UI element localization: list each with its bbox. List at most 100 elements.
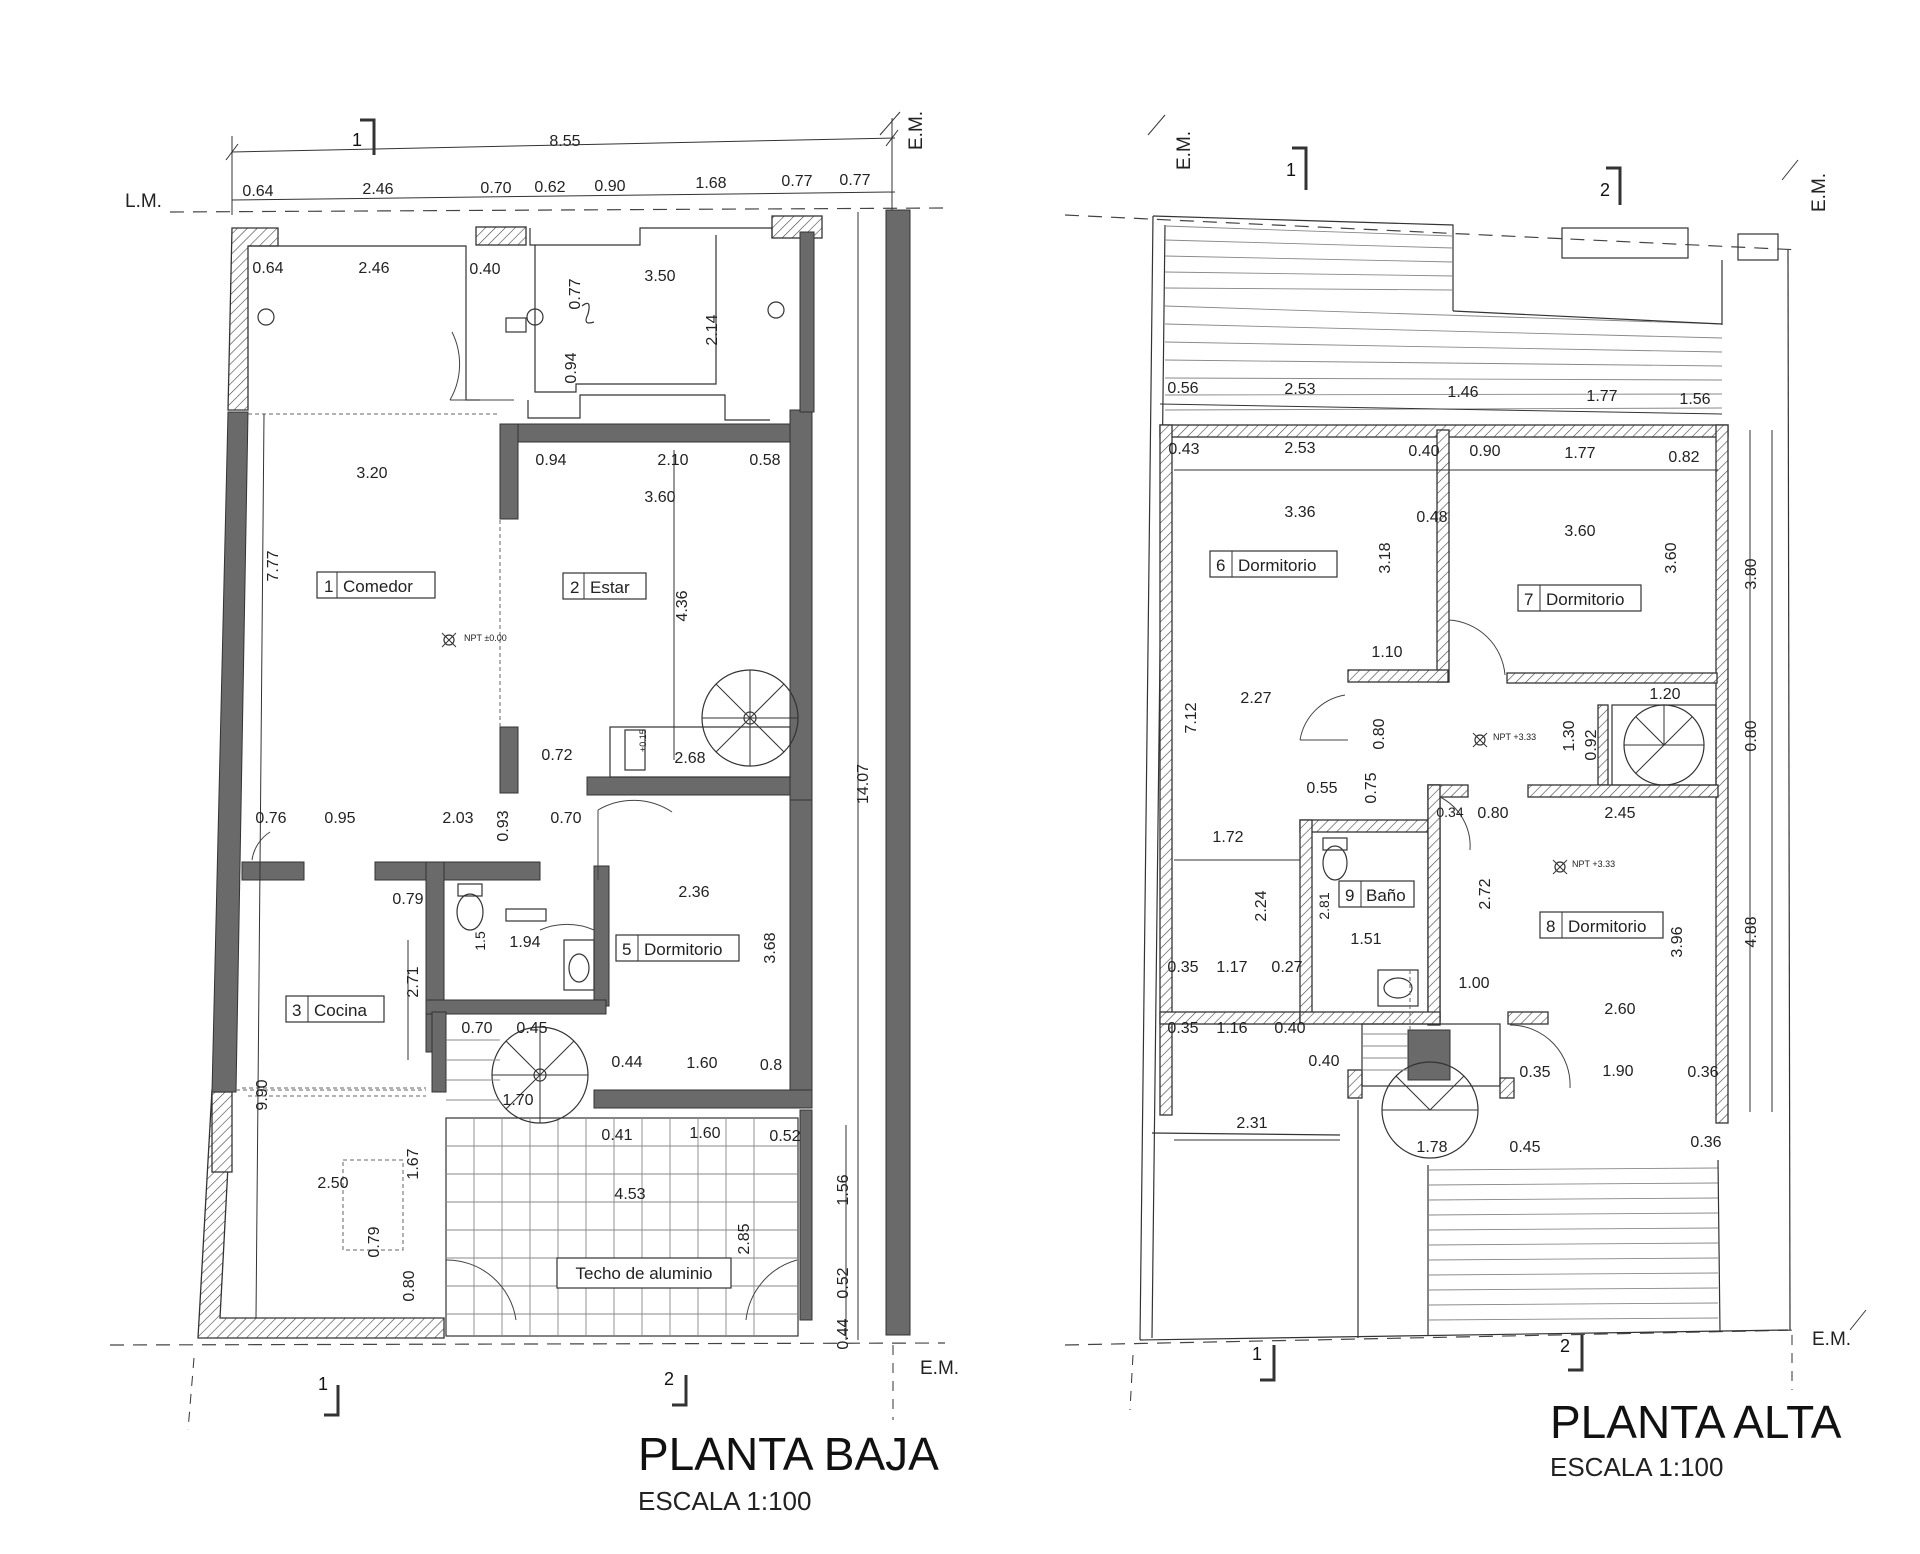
dim: 1.16 — [1216, 1020, 1247, 1037]
dim: 0.72 — [541, 747, 572, 764]
dim: 2.31 — [1236, 1115, 1267, 1132]
em-label-top: E.M. — [906, 111, 927, 150]
dim: 3.20 — [356, 465, 387, 482]
dim: 0.77 — [567, 278, 584, 309]
dim: 0.80 — [1477, 805, 1508, 822]
dim: 0.75 — [1363, 772, 1380, 803]
dim: 1.17 — [1216, 959, 1247, 976]
dim: 0.80 — [401, 1270, 418, 1301]
dim: 0.76 — [255, 810, 286, 827]
wall-dorm6-right — [1436, 429, 1450, 683]
section-marker-2-bottom-upper: 2 — [1560, 1335, 1584, 1372]
room-3-number: 3 — [292, 1001, 301, 1020]
dim: 2.10 — [657, 452, 688, 469]
dim: 2.81 — [1316, 892, 1332, 919]
party-wall-right — [885, 209, 911, 1336]
dimension-chain-top — [225, 118, 899, 215]
dim: 0.40 — [1308, 1053, 1339, 1070]
npt-label-upper-2: NPT +3.33 — [1572, 859, 1615, 869]
dim: 4.36 — [674, 590, 691, 621]
dim: 3.68 — [762, 932, 779, 963]
dim: 0.94 — [563, 352, 580, 383]
wall-estar-bottom — [586, 776, 791, 796]
rear-roof-lines — [1151, 1100, 1721, 1338]
em-label-top-left: E.M. — [1174, 131, 1195, 170]
section-marker-1-top: 1 — [352, 118, 376, 155]
dim: 2.27 — [1240, 690, 1271, 707]
wall-dorm8-bottom — [1507, 1011, 1549, 1025]
dim: 1.56 — [1679, 391, 1710, 408]
dim: 1.77 — [1586, 388, 1617, 405]
wall-dorm5-right — [789, 799, 813, 1106]
room-6-number: 6 — [1216, 556, 1225, 575]
room-1-number: 1 — [324, 577, 333, 596]
upper-floor-plan: E.M. E.M. 1 2 — [1064, 114, 1867, 1482]
dim: 2.46 — [358, 260, 389, 277]
dim: 2.46 — [362, 181, 393, 198]
dim-total-width: 8.55 — [549, 133, 580, 150]
wall-bano-top — [374, 861, 541, 881]
wall-bano-upper-left — [1299, 819, 1313, 1021]
svg-text:2: 2 — [664, 1369, 674, 1389]
svg-text:2: 2 — [1560, 1336, 1570, 1356]
wall-dorm5-bottom — [593, 1089, 813, 1109]
dim: 0.40 — [1274, 1020, 1305, 1037]
dim: 2.60 — [1604, 1001, 1635, 1018]
section-marker-1-top-upper: 1 — [1286, 146, 1308, 190]
wall-landing-right — [1499, 1077, 1515, 1099]
svg-text:1: 1 — [1286, 160, 1296, 180]
room-8-name: Dormitorio — [1568, 917, 1646, 936]
section-marker-2-bottom: 2 — [664, 1369, 688, 1407]
dim: 0.64 — [252, 260, 283, 277]
svg-text:2: 2 — [1600, 180, 1610, 200]
dim: 2.53 — [1284, 440, 1315, 457]
room-6-name: Dormitorio — [1238, 556, 1316, 575]
dim: 0.79 — [392, 891, 423, 908]
dim: 0.43 — [1168, 441, 1199, 458]
wall-left-main — [211, 411, 249, 1093]
dim: 2.24 — [1253, 890, 1270, 921]
room-3-name: Cocina — [314, 1001, 367, 1020]
dim: 0.70 — [480, 180, 511, 197]
dim: 2.36 — [678, 884, 709, 901]
room-7-number: 7 — [1524, 590, 1533, 609]
dim: 1.78 — [1416, 1139, 1447, 1156]
dim: 2.53 — [1284, 381, 1315, 398]
dim: 2.50 — [317, 1175, 348, 1192]
dim: 1.72 — [1212, 829, 1243, 846]
dim: 0.58 — [749, 452, 780, 469]
dim: 2.45 — [1604, 805, 1635, 822]
dim: 0.55 — [1306, 780, 1337, 797]
dim: 9.90 — [254, 1079, 271, 1110]
dim: 0.40 — [1408, 443, 1439, 460]
dim: 0.56 — [1167, 380, 1198, 397]
dim: 0.8 — [760, 1057, 782, 1074]
dim: 3.60 — [644, 489, 675, 506]
dim: 0.90 — [1469, 443, 1500, 460]
wall-dorm7-bottom — [1506, 672, 1718, 684]
dim: 3.60 — [1564, 523, 1595, 540]
wall-left-front — [227, 227, 279, 411]
dim: 3.36 — [1284, 504, 1315, 521]
em-label-bottom-upper: E.M. — [1812, 1329, 1851, 1350]
dim: 7.12 — [1183, 702, 1200, 733]
wall-left-lower — [211, 1091, 233, 1173]
dim: 0.45 — [1509, 1139, 1540, 1156]
dim: 1.56 — [835, 1174, 852, 1205]
dim: 3.96 — [1669, 926, 1686, 957]
dim: 2.71 — [405, 966, 422, 997]
dim: 0.52 — [835, 1267, 852, 1298]
wall-patio-right — [799, 1109, 813, 1321]
dim: 3.50 — [644, 268, 675, 285]
npt-marker-upper-2 — [1552, 859, 1568, 875]
dim: 0.27 — [1271, 959, 1302, 976]
dim: 0.94 — [535, 452, 566, 469]
svg-text:1: 1 — [352, 130, 362, 150]
dim: 1.00 — [1458, 975, 1489, 992]
wall-stair-left — [499, 726, 519, 794]
dim: 0.62 — [534, 179, 565, 196]
dim: 1.90 — [1602, 1063, 1633, 1080]
dim: 0.77 — [839, 172, 870, 189]
wall-cocina-stub — [241, 861, 305, 881]
wall-landing — [1347, 1069, 1363, 1099]
